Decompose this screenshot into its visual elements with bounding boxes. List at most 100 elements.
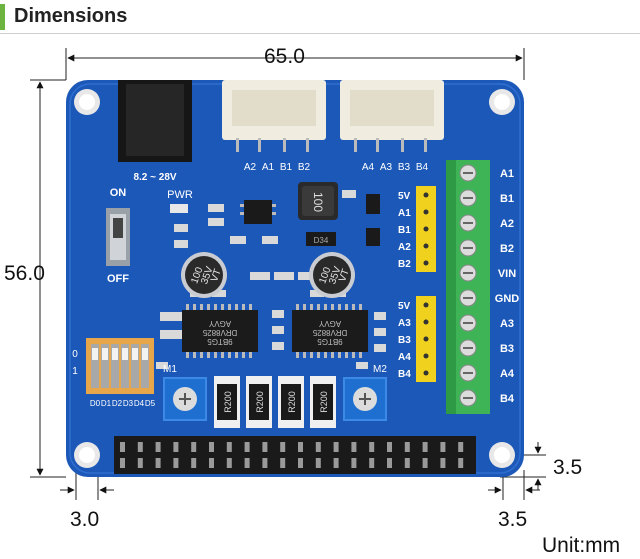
cap-text: VT	[337, 268, 352, 284]
cap-text: VT	[209, 268, 224, 284]
gpio-pin	[120, 458, 125, 468]
m1-label: M1	[163, 364, 177, 375]
gpio-header	[114, 436, 476, 474]
gpio-pin	[315, 442, 321, 452]
gpio-pin	[137, 458, 143, 468]
header-label: A1	[398, 208, 411, 219]
resistor-label: R200	[255, 391, 265, 413]
gpio-pin	[262, 458, 268, 468]
gpio-pin	[155, 442, 161, 452]
dip-1-label: 1	[72, 366, 78, 377]
gpio-pin	[226, 442, 232, 452]
header-label: B4	[398, 369, 411, 380]
smd-components	[156, 190, 386, 369]
unit-label: Unit:mm	[542, 534, 621, 557]
sense-resistors: R200 R200 R200 R200	[214, 376, 336, 428]
gpio-pin	[387, 458, 392, 468]
gpio-pin	[333, 442, 339, 452]
width-dimension-label: 65.0	[264, 45, 305, 68]
terminal-label: B4	[500, 393, 515, 405]
capacitor-2: 100 35V VT	[309, 252, 355, 298]
screw-terminal-block	[446, 160, 490, 414]
dip-labels: D0 D1 D2 D3 D4 D5	[90, 399, 156, 408]
inductor: 100	[298, 182, 338, 220]
gpio-pin	[298, 458, 303, 468]
header-label: A2	[398, 242, 411, 253]
connector-1-pin-labels: A2 A1 B1 B2	[244, 162, 311, 173]
gpio-pin	[209, 458, 214, 468]
page-title: Dimensions	[14, 5, 128, 27]
switch-on-label: ON	[110, 187, 127, 199]
gpio-pin	[369, 442, 375, 452]
gpio-pin	[209, 442, 214, 452]
terminal-label: B3	[500, 343, 514, 355]
dip-0-label: 0	[72, 349, 78, 360]
dip-label: D2	[112, 399, 123, 408]
gpio-pin	[173, 458, 179, 468]
terminal-label: A1	[500, 168, 514, 180]
pin-label: A3	[380, 162, 393, 173]
terminal-label: B1	[500, 193, 514, 205]
chip-text: AGVY	[208, 319, 231, 328]
inductor-label: 100	[311, 192, 325, 212]
gpio-pin	[262, 442, 268, 452]
terminal-label: VIN	[498, 268, 516, 280]
gpio-pin	[173, 442, 179, 452]
potentiometer-m2	[343, 377, 387, 421]
bottom-hole-offset-label: 3.5	[553, 456, 583, 479]
terminal-label: GND	[495, 293, 520, 305]
gpio-pin	[404, 458, 410, 468]
gpio-pin	[351, 442, 357, 452]
pwr-label: PWR	[167, 189, 193, 201]
gpio-pin	[440, 442, 446, 452]
chip-text: DRV8825	[312, 328, 347, 337]
pin-label: B3	[398, 162, 411, 173]
terminal-label: A2	[500, 218, 514, 230]
dip-label: D3	[123, 399, 134, 408]
pwr-led	[170, 204, 188, 213]
pin-label: B4	[416, 162, 429, 173]
power-switch	[106, 208, 130, 266]
header-1-labels: 5V A1 B1 A2 B2	[398, 191, 411, 270]
header-2-labels: 5V A3 B3 A4 B4	[398, 301, 411, 380]
header-label: B1	[398, 225, 411, 236]
gpio-pin	[458, 442, 464, 452]
chip-text: 9BTG5	[207, 337, 233, 346]
gpio-pin	[404, 442, 410, 452]
chip-text: DRV8825	[202, 328, 237, 337]
header-label: B3	[398, 335, 411, 346]
pin-header-1	[416, 186, 436, 272]
capacitor-1: 100 35V VT	[181, 252, 227, 298]
diode: D34	[306, 232, 336, 246]
dip-label: D4	[134, 399, 145, 408]
gpio-pin	[422, 442, 428, 452]
resistor-label: R200	[223, 391, 233, 413]
potentiometer-m1	[163, 377, 207, 421]
voltage-label: 8.2 ~ 28V	[133, 172, 176, 183]
gpio-pin	[244, 442, 250, 452]
small-regulator-chip	[240, 200, 276, 224]
gpio-pin	[351, 458, 357, 468]
gpio-pin	[333, 458, 339, 468]
resistor-label: R200	[287, 391, 297, 413]
pin-label: B2	[298, 162, 311, 173]
gpio-pin	[422, 458, 428, 468]
gpio-pin	[369, 458, 375, 468]
terminal-label: B2	[500, 243, 514, 255]
driver-chip-1: DRV8825 AGVY 9BTG5	[182, 304, 258, 358]
dip-label: D5	[145, 399, 156, 408]
header-divider	[0, 33, 640, 34]
tantalum-caps	[366, 194, 380, 246]
gpio-pin	[280, 442, 286, 452]
left-hole-offset-label: 3.0	[70, 508, 100, 531]
terminal-label: A4	[500, 368, 515, 380]
chip-text: AGVY	[318, 319, 341, 328]
gpio-pin	[155, 458, 161, 468]
resistor-label: R200	[319, 391, 329, 413]
connector-2-pin-labels: A4 A3 B3 B4	[362, 162, 429, 173]
right-hole-offset-label: 3.5	[498, 508, 528, 531]
gpio-pin	[298, 442, 303, 452]
m2-label: M2	[373, 364, 387, 375]
header-label: 5V	[398, 301, 411, 312]
